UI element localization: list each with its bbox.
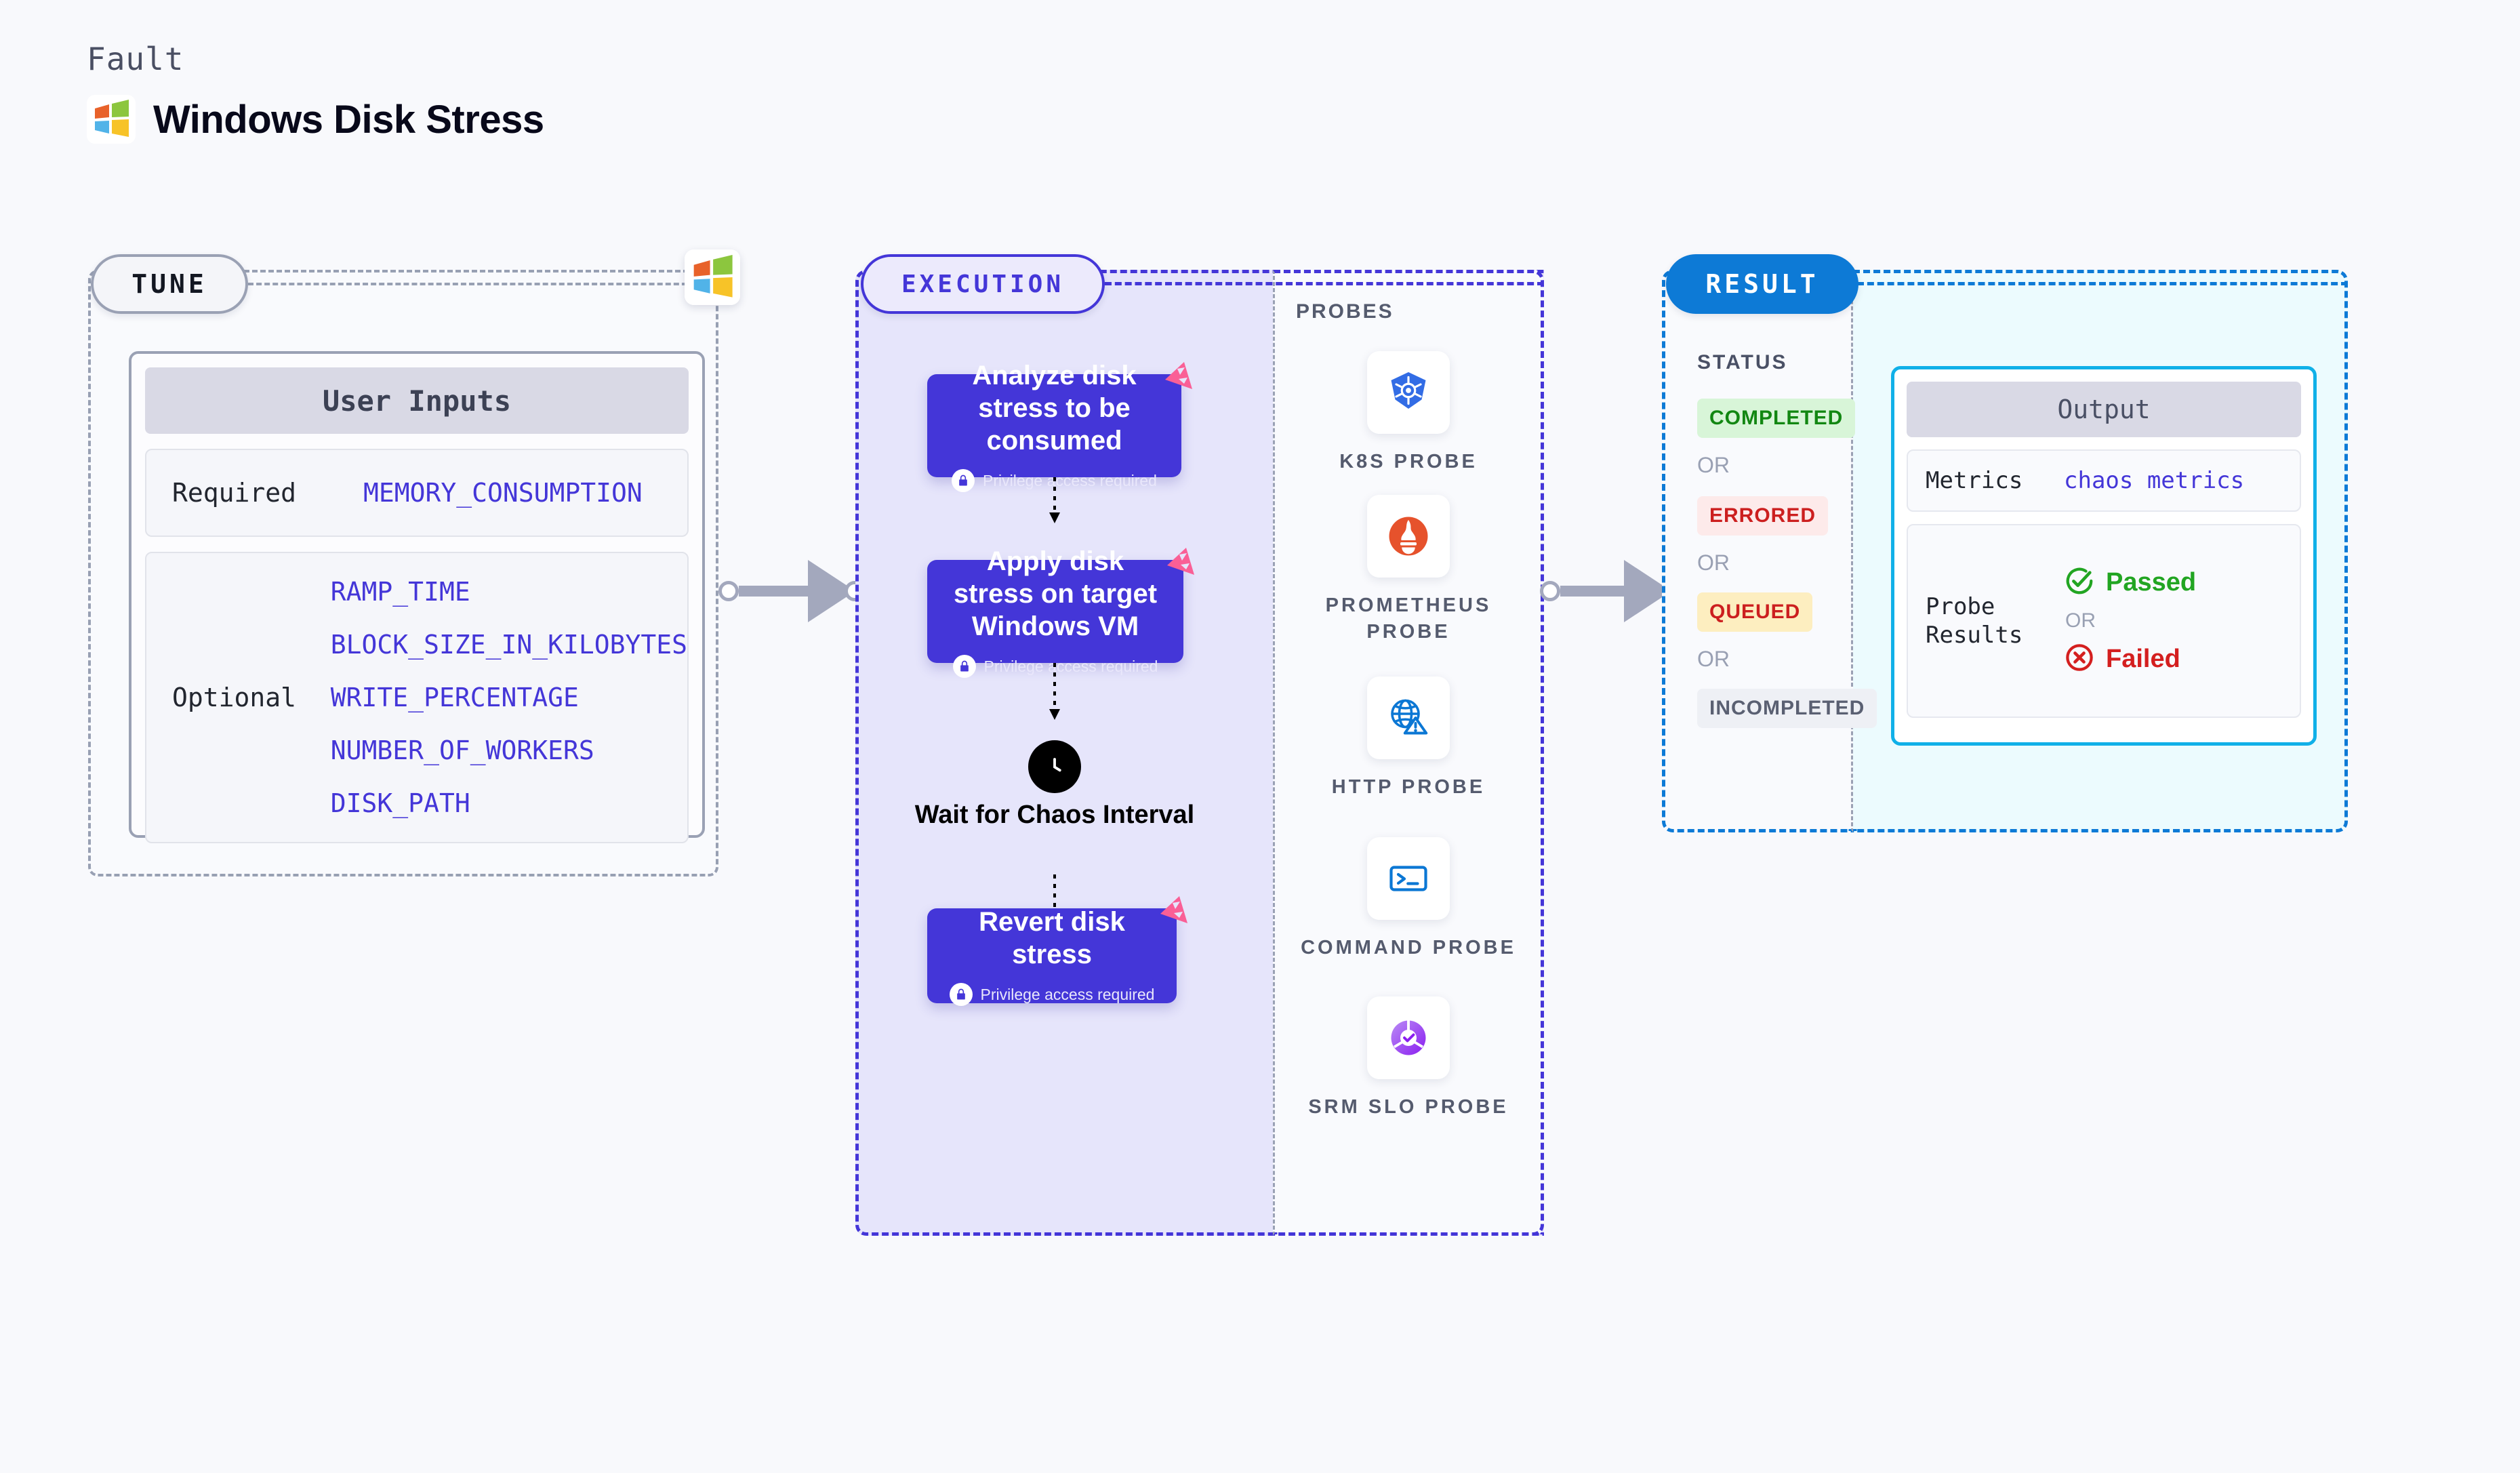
output-card: Output Metrics chaos metrics Probe Resul… (1891, 366, 2317, 746)
privilege-note-text: Privilege access required (980, 985, 1155, 1003)
page-title-row: Windows Disk Stress (87, 95, 544, 144)
http-globe-warning-icon (1367, 677, 1450, 759)
status-badge-completed: COMPLETED (1697, 399, 1856, 438)
tune-value[interactable]: NUMBER_OF_WORKERS (330, 735, 594, 765)
probe-result-passed: Passed (2064, 565, 2196, 600)
probe-label: HTTP PROBE (1331, 776, 1486, 798)
metrics-value[interactable]: chaos metrics (2064, 467, 2245, 494)
probe-result-passed-text: Passed (2106, 568, 2197, 597)
probe-label: SRM SLO PROBE (1308, 1096, 1509, 1118)
status-or-2: OR (1697, 550, 1730, 575)
result-stage-pill[interactable]: RESULT (1666, 254, 1858, 314)
kubernetes-icon (1367, 351, 1450, 434)
result-panel (1662, 270, 1853, 832)
tune-values-optional: RAMP_TIME BLOCK_SIZE_IN_KILOBYTES WRITE_… (331, 565, 687, 830)
clock-icon (1028, 740, 1081, 793)
status-label: STATUS (1697, 351, 1788, 374)
page-title: Windows Disk Stress (153, 97, 544, 142)
tune-row-label-optional: Optional (172, 683, 297, 712)
terminal-icon (1367, 837, 1450, 920)
harness-badge-icon (1152, 891, 1194, 936)
tune-top-dashed-line (248, 283, 695, 285)
tune-windows-logo-icon (685, 249, 740, 305)
tune-value[interactable]: MEMORY_CONSUMPTION (363, 478, 643, 508)
probe-item-http[interactable]: HTTP PROBE (1293, 677, 1524, 801)
user-inputs-card: User Inputs Required MEMORY_CONSUMPTION … (129, 351, 705, 843)
probe-label: COMMAND PROBE (1301, 937, 1516, 959)
probes-section-label: PROBES (1296, 300, 1394, 323)
probe-item-command[interactable]: COMMAND PROBE (1293, 837, 1524, 961)
connector-line (1560, 586, 1625, 597)
tune-value[interactable]: BLOCK_SIZE_IN_KILOBYTES (330, 630, 687, 660)
probe-result-or: OR (2065, 609, 2096, 632)
execution-step-title: Apply disk stress on target Windows VM (953, 546, 1158, 641)
probe-result-failed: Failed (2064, 642, 2196, 677)
probe-item-prometheus[interactable]: PROMETHEUS PROBE (1293, 495, 1524, 645)
probe-result-failed-text: Failed (2106, 645, 2180, 673)
lock-icon (952, 655, 976, 678)
metrics-label: Metrics (1926, 466, 2023, 494)
tune-values-required: MEMORY_CONSUMPTION (363, 478, 687, 508)
execution-step-card[interactable]: Revert disk stress Privilege access requ… (927, 896, 1187, 1006)
execution-step-title: Revert disk stress (979, 907, 1125, 969)
page-kicker: Fault (87, 41, 184, 77)
tune-row-label-required: Required (172, 478, 297, 508)
windows-logo-icon (87, 95, 136, 144)
privilege-note-text: Privilege access required (983, 657, 1158, 675)
status-or-3: OR (1697, 647, 1730, 671)
tune-row-optional: Optional RAMP_TIME BLOCK_SIZE_IN_KILOBYT… (145, 552, 689, 843)
tune-value[interactable]: WRITE_PERCENTAGE (330, 683, 579, 712)
connector-line (739, 586, 809, 597)
x-circle-icon (2064, 642, 2095, 677)
srm-slo-donut-icon (1367, 996, 1450, 1079)
execution-stage-pill[interactable]: EXECUTION (861, 254, 1105, 314)
privilege-note: Privilege access required (952, 469, 1157, 492)
execution-step-title: Analyze disk stress to be consumed (972, 361, 1137, 456)
probe-label: PROMETHEUS PROBE (1325, 594, 1492, 643)
privilege-note: Privilege access required (949, 983, 1155, 1006)
check-circle-icon (2064, 565, 2095, 600)
connector-tune-to-execution (718, 560, 865, 622)
probe-item-k8s[interactable]: K8S PROBE (1293, 351, 1524, 475)
harness-badge-icon (1159, 542, 1201, 588)
connector-start-dot (718, 581, 739, 601)
privilege-note-text: Privilege access required (983, 471, 1157, 489)
wait-node-label: Wait for Chaos Interval (914, 801, 1195, 829)
probe-label: K8S PROBE (1339, 451, 1478, 472)
connector-start-dot (1540, 581, 1560, 601)
status-badge-errored: ERRORED (1697, 496, 1829, 536)
privilege-note: Privilege access required (952, 655, 1158, 678)
output-row-metrics: Metrics chaos metrics (1907, 449, 2301, 512)
execution-arrow-1 (1046, 477, 1063, 527)
output-row-probe-results: Probe Results Passed OR (1907, 524, 2301, 718)
tune-value[interactable]: DISK_PATH (330, 788, 470, 818)
execution-step-card[interactable]: Analyze disk stress to be consumed Privi… (927, 361, 1192, 492)
status-badge-queued: QUEUED (1697, 592, 1813, 632)
tune-value[interactable]: RAMP_TIME (330, 577, 470, 607)
probe-results-label: Probe Results (1926, 592, 2023, 649)
result-top-dashed-line (1857, 282, 2348, 285)
status-badge-incompleted: INCOMPLETED (1697, 689, 1877, 728)
user-inputs-title: User Inputs (145, 367, 689, 434)
connector-execution-to-result (1540, 560, 1681, 622)
execution-top-dashed-line (1105, 282, 1544, 285)
execution-arrow-2 (1046, 663, 1063, 723)
status-or-1: OR (1697, 453, 1730, 477)
tune-stage-pill[interactable]: TUNE (91, 254, 248, 314)
lock-icon (952, 469, 975, 492)
output-card-title: Output (1907, 382, 2301, 437)
harness-badge-icon (1157, 357, 1199, 402)
probe-item-srm-slo[interactable]: SRM SLO PROBE (1293, 996, 1524, 1121)
probe-results-values: Passed OR Failed (2064, 565, 2196, 677)
prometheus-icon (1367, 495, 1450, 578)
lock-icon (949, 983, 973, 1006)
tune-row-required: Required MEMORY_CONSUMPTION (145, 449, 689, 537)
execution-step-card[interactable]: Apply disk stress on target Windows VM P… (927, 546, 1194, 678)
